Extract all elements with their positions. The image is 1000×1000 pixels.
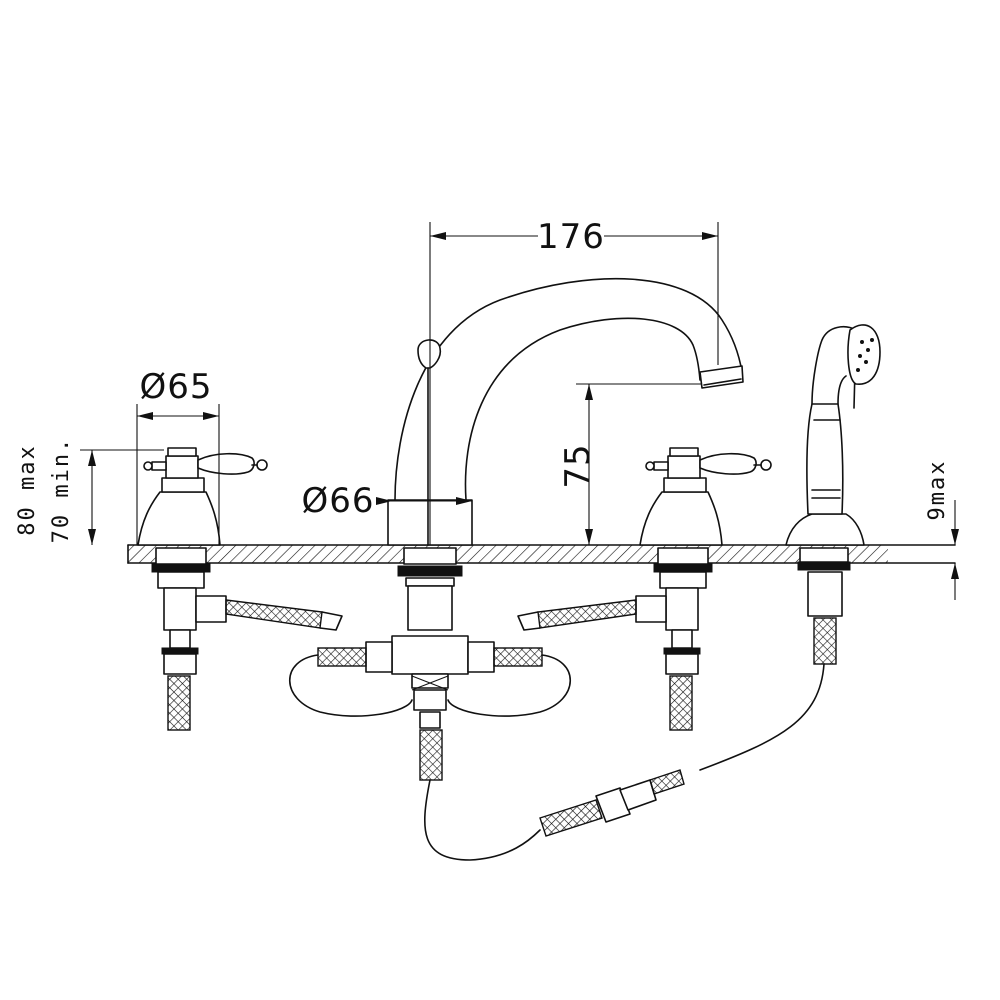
- dimension-label-o66: Ø66: [301, 481, 374, 521]
- dimension-deck-range: 80 max 70 min.: [15, 437, 164, 545]
- dimension-label-70min: 70 min.: [49, 437, 74, 544]
- dimension-spout-reach: 176: [429, 217, 719, 545]
- hand-shower: [785, 324, 881, 546]
- handshower-hose: [424, 547, 851, 861]
- dimension-label-75: 75: [558, 443, 598, 488]
- left-cross-handle: [137, 447, 268, 546]
- spout: [387, 277, 744, 546]
- right-valve-underdeck: [635, 547, 713, 731]
- dimension-handshower-deck: 9max: [925, 460, 959, 600]
- dimension-label-9max: 9max: [925, 460, 950, 521]
- dimension-label-176: 176: [537, 217, 605, 257]
- dimension-handle-diameter: Ø65: [136, 367, 220, 545]
- spout-underdeck-body: [225, 547, 637, 781]
- dimension-spout-height: 75: [558, 383, 702, 545]
- left-valve-underdeck: [151, 547, 227, 731]
- dimension-label-o65: Ø65: [139, 367, 212, 407]
- dimension-label-80max: 80 max: [15, 444, 40, 535]
- dimension-spout-base-diameter: Ø66: [301, 481, 472, 521]
- right-cross-handle: [639, 447, 772, 546]
